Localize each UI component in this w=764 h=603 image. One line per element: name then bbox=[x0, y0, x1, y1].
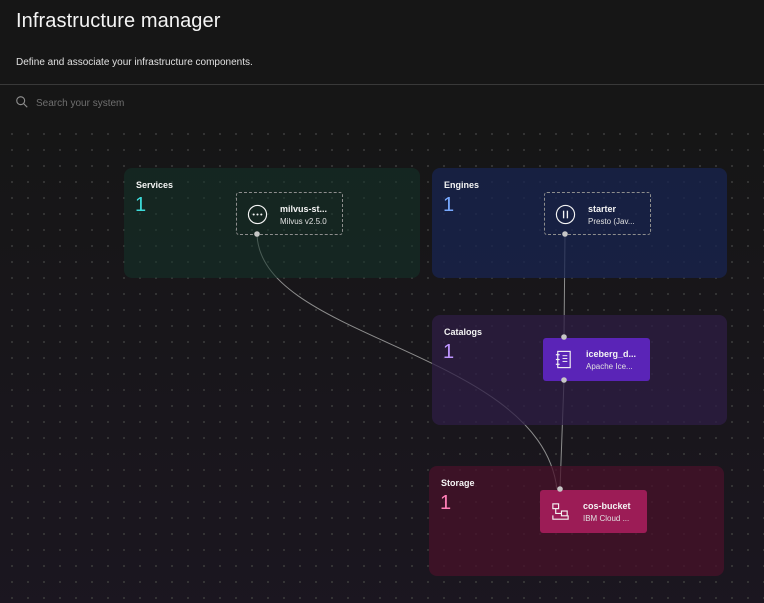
group-services: Services 1 bbox=[124, 168, 420, 278]
node-starter-name: starter bbox=[588, 204, 617, 214]
more-horizontal-icon bbox=[247, 204, 268, 225]
node-iceberg-sub: Apache Ice... bbox=[586, 362, 633, 371]
node-milvus-sub: Milvus v2.5.0 bbox=[280, 217, 327, 226]
page-subtitle: Define and associate your infrastructure… bbox=[16, 57, 253, 68]
node-iceberg-name: iceberg_d... bbox=[586, 349, 637, 359]
node-milvus[interactable]: milvus-st... Milvus v2.5.0 bbox=[236, 192, 343, 235]
group-label-services: Services bbox=[136, 180, 174, 190]
group-label-catalogs: Catalogs bbox=[444, 327, 483, 337]
group-count-catalogs: 1 bbox=[443, 341, 455, 363]
node-starter-sub: Presto (Jav... bbox=[588, 217, 635, 226]
node-starter[interactable]: starter Presto (Jav... bbox=[544, 192, 651, 235]
pause-icon bbox=[555, 204, 576, 225]
group-count-services: 1 bbox=[135, 194, 147, 216]
node-iceberg[interactable]: iceberg_d... Apache Ice... bbox=[543, 338, 650, 381]
group-label-engines: Engines bbox=[444, 180, 480, 190]
group-label-storage: Storage bbox=[441, 478, 475, 488]
topology-canvas[interactable]: Services 1 Engines 1 Catalogs 1 Storage … bbox=[0, 120, 764, 603]
group-count-engines: 1 bbox=[443, 194, 455, 216]
group-count-storage: 1 bbox=[440, 492, 452, 514]
page-header: Infrastructure manager Define and associ… bbox=[0, 0, 764, 85]
storage-bucket-icon bbox=[552, 503, 569, 520]
notebook-icon bbox=[555, 350, 571, 369]
search-icon bbox=[16, 96, 28, 108]
node-milvus-name: milvus-st... bbox=[280, 204, 328, 214]
search-input[interactable] bbox=[34, 92, 738, 114]
group-engines: Engines 1 bbox=[432, 168, 727, 278]
node-cos-sub: IBM Cloud ... bbox=[583, 514, 630, 523]
search-bar[interactable] bbox=[0, 86, 764, 118]
node-cos-name: cos-bucket bbox=[583, 501, 631, 511]
node-cos-bucket[interactable]: cos-bucket IBM Cloud ... bbox=[540, 490, 647, 533]
page-title: Infrastructure manager bbox=[16, 10, 221, 32]
